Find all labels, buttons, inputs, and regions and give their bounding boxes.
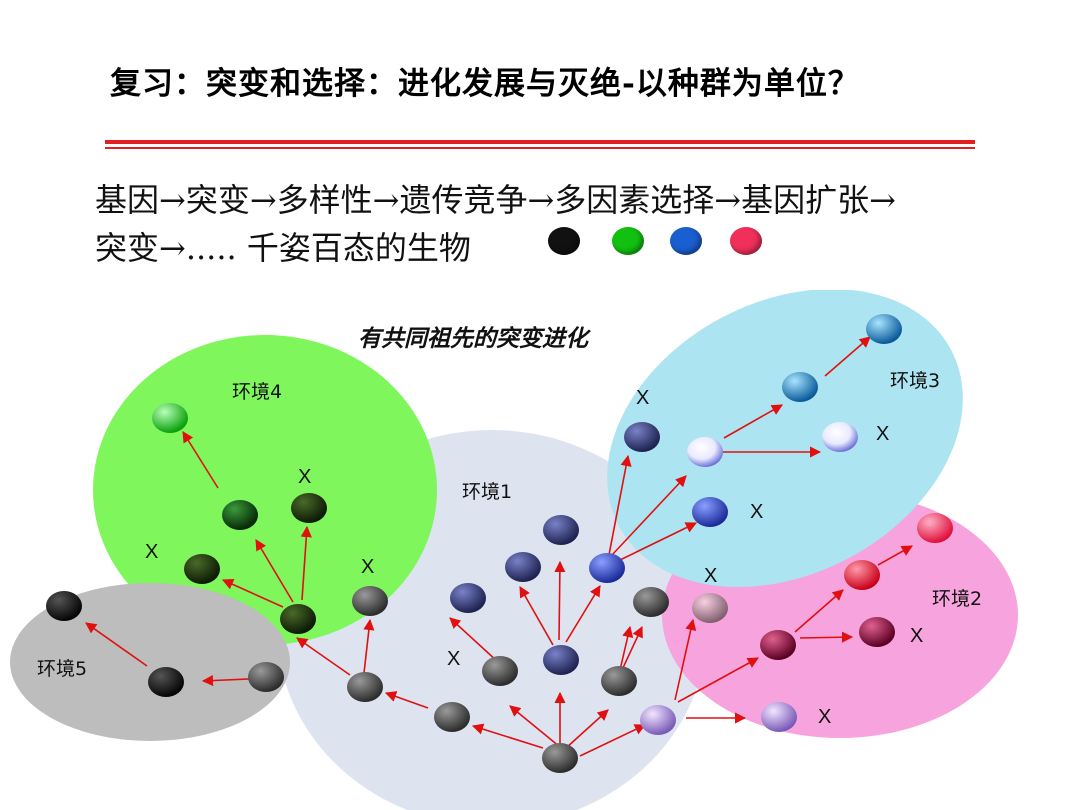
environment-3-label: 环境3 [890,370,940,392]
extinct-mark: X [818,706,831,728]
extinct-mark: X [704,565,717,587]
extinct-mark: X [145,541,158,563]
legend-dot-green [612,227,644,255]
title-divider-thin [105,147,975,149]
environment-4-label: 环境4 [232,381,282,403]
evolution-diagram: 环境1 环境2 环境3 环境4 环境5 有共同祖先的突变进化 X X X X X… [10,290,1018,810]
organism-nodes [46,314,953,773]
extinct-mark: X [361,556,374,578]
extinction-marks: X X X X X X X X X X [145,387,923,728]
extinct-mark: X [447,648,460,670]
environment-5-label: 环境5 [37,658,87,680]
legend-dot-black [548,227,580,255]
mutation-arrows [85,336,913,757]
environment-5 [10,583,290,741]
extinct-mark: X [298,466,311,488]
process-text-line-1: 基因→突变→多样性→遗传竞争→多因素选择→基因扩张→ [95,181,896,219]
diagram-caption: 有共同祖先的突变进化 [358,325,591,352]
environment-2-label: 环境2 [932,588,982,610]
extinct-mark: X [910,625,923,647]
title-divider-thick [105,140,975,144]
environment-1-label: 环境1 [462,481,512,503]
extinct-mark: X [876,423,889,445]
page-title: 复习：突变和选择：进化发展与灭绝-以种群为单位？ [110,66,860,102]
legend-dot-red [730,227,762,255]
process-text-line-2: 突变→..... 千姿百态的生物 [95,229,471,267]
legend-dot-blue [670,227,702,255]
ancestor-node [542,743,578,773]
extinct-mark: X [750,501,763,523]
extinct-mark: X [636,387,649,409]
